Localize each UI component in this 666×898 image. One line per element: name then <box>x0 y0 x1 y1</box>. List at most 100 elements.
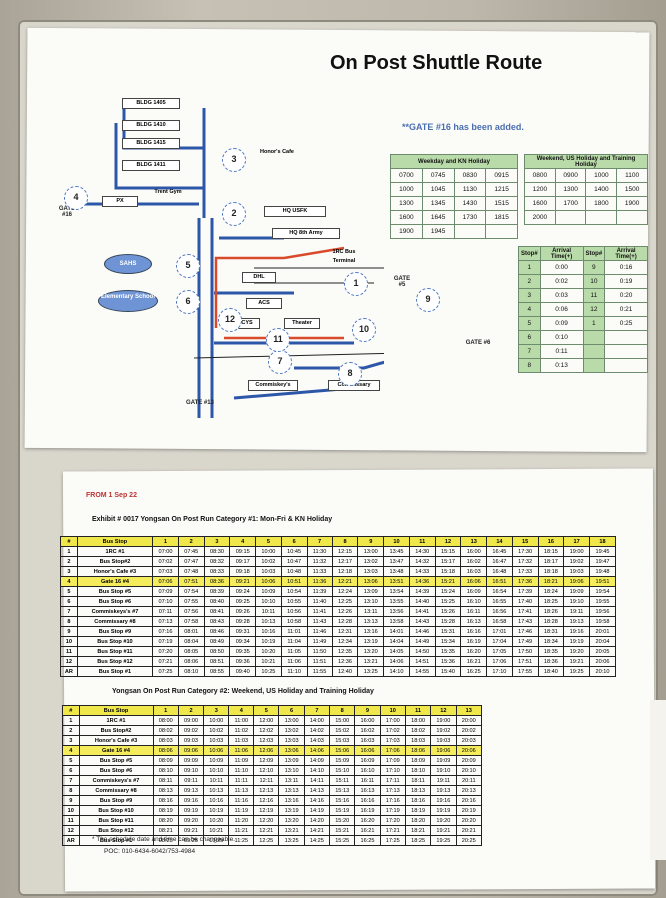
schedule-cell: 19:10 <box>430 765 457 776</box>
weekend-cell: 1800 <box>585 196 618 211</box>
schedule-cell: 08:25 <box>152 835 179 846</box>
schedule-cell: 15:13 <box>329 785 356 796</box>
schedule-cell: 17:05 <box>486 646 513 657</box>
schedule-cell: 18:36 <box>537 656 565 667</box>
schedule-cell: 19:02 <box>563 556 590 567</box>
schedule-cell: 16:20 <box>460 646 488 657</box>
weekday-cell: 1815 <box>485 210 518 225</box>
schedule-cell: 08:33 <box>203 566 231 577</box>
schedule-cell: 11:51 <box>306 656 333 667</box>
schedule-cell: 08:43 <box>203 616 231 627</box>
schedule-cell: 12:18 <box>331 566 359 577</box>
schedule-cell: 09:09 <box>177 755 205 766</box>
schedule-cell: 20:25 <box>455 835 483 846</box>
schedule-cell: 13:51 <box>383 576 410 587</box>
arrival-cell: 10 <box>582 274 606 289</box>
schedule-cell: 15:26 <box>434 606 462 617</box>
schedule-cell: 16:58 <box>486 616 513 627</box>
schedule-cell: 09:35 <box>229 646 257 657</box>
schedule-header: 12 <box>434 536 462 547</box>
weekend-cell: 1100 <box>616 168 648 183</box>
schedule-cell: 16:00 <box>354 715 381 726</box>
schedule-cell: 10:02 <box>203 725 230 736</box>
schedule-cell: 11:36 <box>306 576 333 587</box>
schedule-cell: 19:55 <box>589 596 616 607</box>
weekend-departures-table: Weekend, US Holiday and Training Holiday… <box>524 154 648 225</box>
bus-stop-name: Bus Stop #10 <box>76 636 154 647</box>
schedule-cell: 13:16 <box>278 795 305 806</box>
schedule-cell: 09:20 <box>177 815 205 826</box>
schedule-cell: 17:10 <box>379 765 406 776</box>
schedule-cell: 08:21 <box>152 825 179 836</box>
schedule-cell: 15:24 <box>434 586 462 597</box>
schedule-cell: 14:51 <box>408 656 436 667</box>
schedule-cell: 14:01 <box>383 626 410 637</box>
schedule-header: Bus Stop <box>76 536 154 547</box>
schedule-cell: 08:51 <box>203 656 231 667</box>
weekend-cell: 1000 <box>585 168 618 183</box>
schedule-cell: 10:00 <box>255 546 282 557</box>
schedule-cell: 17:36 <box>511 576 539 587</box>
arrival-header: Arrival Time(+) <box>539 246 584 261</box>
schedule-cell: 10:11 <box>203 775 230 786</box>
schedule-cell: 19:19 <box>430 805 457 816</box>
schedule-cell: 18:02 <box>404 725 432 736</box>
schedule-cell: 18:03 <box>404 735 432 746</box>
schedule-cell: 13:00 <box>278 715 305 726</box>
schedule-cell: 19:21 <box>430 825 457 836</box>
schedule-cell: 09:15 <box>229 546 257 557</box>
schedule-cell: 20:21 <box>455 825 483 836</box>
schedule-cell: 08:40 <box>203 596 231 607</box>
schedule-cell: 14:10 <box>303 765 331 776</box>
bus-stop-name: Bus Stop #1 <box>76 666 154 677</box>
stop-5-marker: 5 <box>176 254 200 278</box>
schedule-cell: 07:06 <box>152 576 179 587</box>
schedule-cell: 19:09 <box>563 586 590 597</box>
stop-4-marker: 4 <box>64 186 88 210</box>
schedule-cell: 13:06 <box>278 745 305 756</box>
schedule-cell: 18:35 <box>537 646 565 657</box>
schedule-cell: 11:41 <box>306 606 333 617</box>
schedule-cell: 11:00 <box>228 715 255 726</box>
schedule-cell: 13:21 <box>357 656 385 667</box>
schedule-cell: 10:51 <box>280 576 308 587</box>
weekend-cell <box>554 210 587 225</box>
schedule-cell: 11:33 <box>306 566 333 577</box>
schedule-cell: 12:28 <box>331 616 359 627</box>
schedule-cell: 08:41 <box>203 606 231 617</box>
schedule-cell: 07:00 <box>152 546 179 557</box>
schedule-cell: 17:30 <box>511 546 539 557</box>
schedule-cell: 13:54 <box>383 586 410 597</box>
schedule-cell: 20:10 <box>455 765 483 776</box>
weekday-cell: 1045 <box>421 182 455 197</box>
schedule-cell: 20:01 <box>589 626 616 637</box>
weekend-row: 2000 <box>524 210 648 225</box>
gate-6-label: GATE #6 <box>465 340 491 346</box>
schedule-cell: 14:36 <box>408 576 436 587</box>
schedule-cell: 9 <box>60 626 78 637</box>
page-title: On Post Shuttle Route <box>330 52 543 74</box>
schedule-cell: 09:16 <box>177 795 205 806</box>
schedule-cell: 08:06 <box>152 745 179 756</box>
schedule-cell: 09:28 <box>229 616 257 627</box>
bus-stop-name: Commissary #8 <box>76 616 154 627</box>
arrival-header: Arrival Time(+) <box>604 246 648 261</box>
weekend-cell: 1200 <box>524 182 556 197</box>
schedule-cell: 12:34 <box>331 636 359 647</box>
schedule-cell: 18:25 <box>404 835 432 846</box>
schedule-cell: 14:02 <box>303 725 331 736</box>
schedule-cell: 15:10 <box>329 765 356 776</box>
schedule-cell: 16:54 <box>486 586 513 597</box>
weekday-cell: 1130 <box>453 182 487 197</box>
arrival-cell: 0:21 <box>604 302 648 317</box>
schedule-cell: 16:10 <box>354 765 381 776</box>
schedule-cell: 09:25 <box>177 835 205 846</box>
schedule-cell: 10:25 <box>255 666 282 677</box>
